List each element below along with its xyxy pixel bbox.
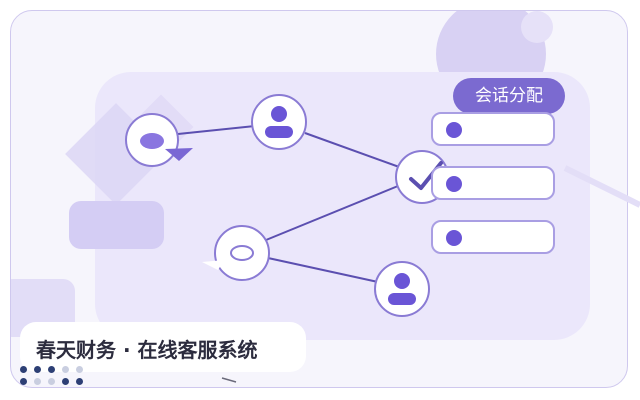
product-title: 春天财务 · 在线客服系统 bbox=[36, 338, 258, 362]
status-dot bbox=[446, 176, 462, 192]
queue-item[interactable] bbox=[431, 112, 555, 146]
decor-rect bbox=[69, 201, 164, 249]
queue-item[interactable] bbox=[431, 166, 555, 200]
decor-circle-small bbox=[521, 11, 553, 43]
queue-item[interactable] bbox=[431, 220, 555, 254]
user-node-1 bbox=[251, 94, 307, 150]
user-node-2 bbox=[374, 261, 430, 317]
user-icon bbox=[265, 106, 293, 138]
chat-bubble-icon bbox=[140, 133, 193, 161]
chat-bubble-icon bbox=[230, 245, 254, 261]
title-card: 春天财务 · 在线客服系统 bbox=[20, 322, 306, 372]
session-assign-tag: 会话分配 bbox=[453, 78, 565, 114]
chat-node-1 bbox=[125, 113, 193, 167]
status-dot bbox=[446, 230, 462, 246]
user-icon bbox=[388, 273, 416, 305]
chat-node-2 bbox=[214, 225, 270, 281]
chat-tail bbox=[202, 260, 224, 270]
status-dot bbox=[446, 122, 462, 138]
